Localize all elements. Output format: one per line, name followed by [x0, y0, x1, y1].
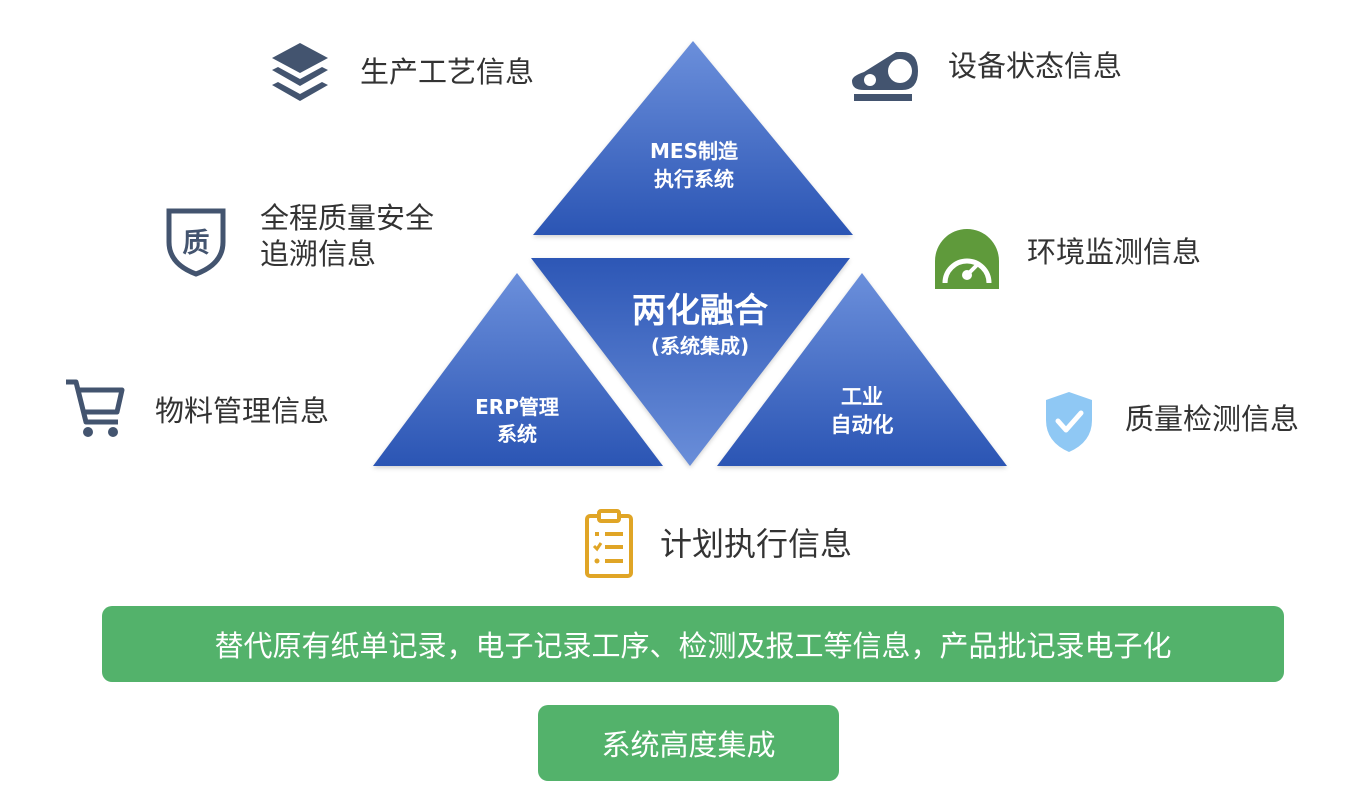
- clipboard-icon: [585, 509, 633, 578]
- triangle-center: [531, 258, 850, 466]
- gauge-icon: [935, 229, 999, 289]
- triangle-automation: [717, 273, 1007, 466]
- traceability-info-line2: 追溯信息: [260, 237, 376, 271]
- mes-label-line2: 执行系统: [654, 167, 734, 191]
- equipment-info-label: 设备状态信息: [948, 49, 1122, 83]
- automation-label-line2: 自动化: [831, 413, 894, 437]
- center-title: 两化融合: [632, 291, 768, 331]
- plan-info-label: 计划执行信息: [660, 525, 852, 563]
- mes-label-line1: MES制造: [650, 139, 739, 163]
- triangle-erp: [373, 273, 663, 466]
- equipment-icon: [852, 52, 918, 101]
- cart-icon: [66, 379, 125, 437]
- erp-label-line2: 系统: [497, 422, 537, 446]
- triangle-mes: [533, 41, 853, 235]
- svg-text:质: 质: [183, 228, 210, 259]
- layers-icon: [272, 43, 328, 101]
- center-subtitle: (系统集成): [651, 334, 749, 358]
- erp-label-line1: ERP管理: [475, 395, 559, 419]
- paperless-banner: 替代原有纸单记录，电子记录工序、检测及报工等信息，产品批记录电子化: [102, 606, 1284, 682]
- integration-banner: 系统高度集成: [538, 705, 839, 781]
- quality-shield-icon: 质: [166, 208, 226, 277]
- material-info-label: 物料管理信息: [155, 394, 329, 428]
- automation-label-line1: 工业: [841, 385, 883, 409]
- production-info-label: 生产工艺信息: [360, 55, 534, 89]
- check-shield-icon: [1046, 392, 1092, 452]
- environment-info-label: 环境监测信息: [1027, 235, 1201, 269]
- traceability-info-line1: 全程质量安全: [260, 201, 434, 235]
- quality-check-info-label: 质量检测信息: [1125, 402, 1299, 436]
